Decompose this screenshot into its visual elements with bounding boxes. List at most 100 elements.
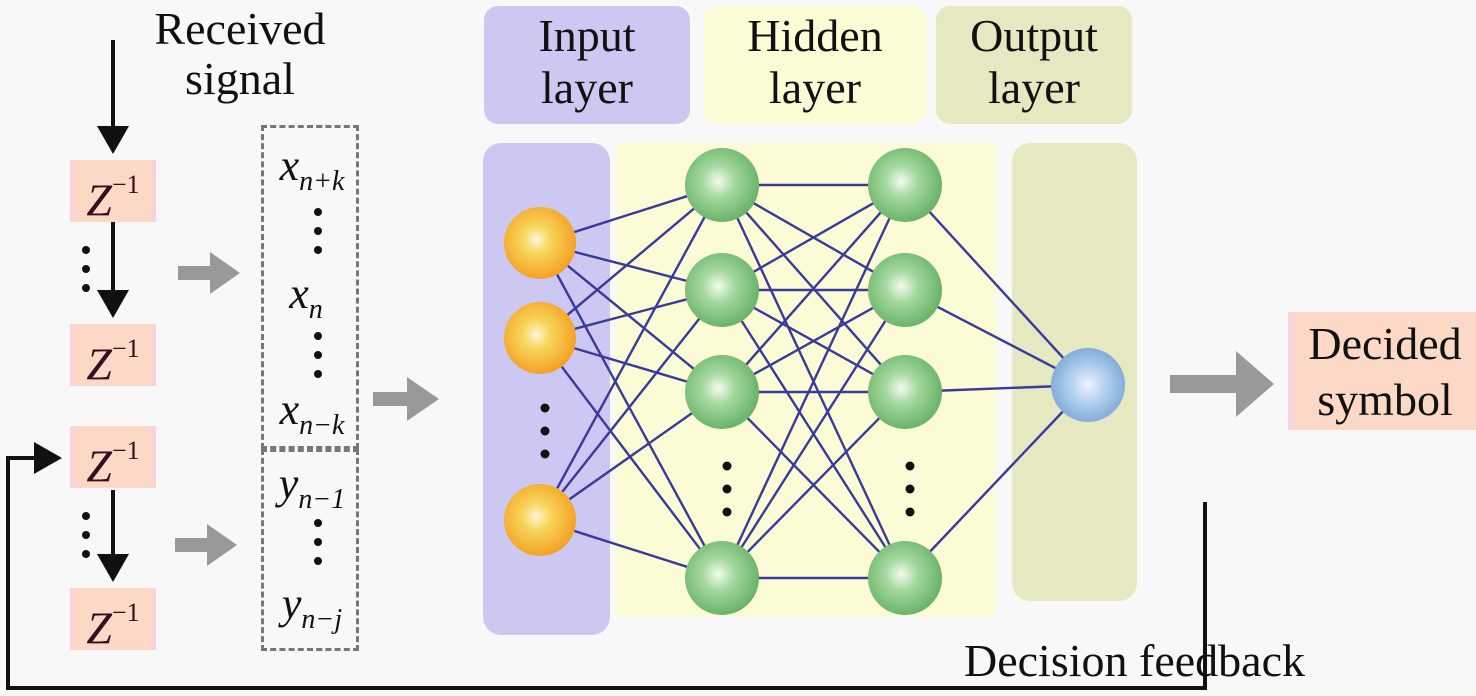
hidden-layer-label: Hidden layer	[704, 6, 926, 124]
tap-base: y	[278, 459, 299, 508]
hidden-node	[685, 253, 759, 327]
output-layer-label-line2: layer	[988, 62, 1080, 113]
hidden-node	[685, 541, 759, 615]
delay-block-exponent: −1	[111, 334, 140, 363]
received-signal-label-line1: Received	[154, 3, 326, 54]
feedback-tap-box	[261, 449, 359, 651]
network-edge	[928, 210, 1065, 360]
hidden-node	[868, 541, 942, 615]
network-nodes	[504, 148, 1125, 615]
network-edges	[556, 183, 1065, 580]
input-layer-label-line1: Input	[538, 10, 636, 61]
tap-subscript: n−j	[301, 603, 343, 635]
tap-y-n-minus-j: yn−j	[264, 578, 360, 636]
hidden-layer-label-line1: Hidden	[747, 10, 883, 61]
network-edge	[936, 305, 1057, 370]
network-edge	[940, 385, 1053, 392]
input-layer-label: Input layer	[484, 6, 690, 124]
network-edge	[560, 365, 702, 551]
block-arrow-to-network	[373, 377, 439, 421]
block-arrow-to-decision	[1170, 351, 1274, 417]
tap-subscript: n+k	[299, 165, 345, 197]
ellipsis-dot	[540, 449, 550, 459]
delay-block-base: Z	[86, 174, 112, 226]
network-edge	[574, 298, 688, 330]
output-node	[1051, 348, 1125, 422]
delay-block-exponent: −1	[111, 598, 140, 627]
block-arrows	[175, 252, 1274, 566]
network-edge	[561, 317, 701, 493]
input-layer-label-line2: layer	[541, 62, 633, 113]
tap-base: x	[279, 385, 300, 434]
ellipsis-dot	[905, 484, 915, 494]
tap-x-n-plus-k: xn+k	[264, 140, 360, 198]
network-edge	[566, 207, 696, 316]
ellipsis-dot	[722, 461, 732, 471]
ellipsis-vertical	[82, 246, 90, 303]
network-edge	[744, 211, 883, 366]
input-node	[504, 207, 576, 279]
delay-block-base: Z	[86, 602, 112, 654]
network-edge	[574, 347, 688, 383]
input-node	[504, 484, 576, 556]
ellipsis-dot	[905, 507, 915, 517]
tap-subscript: n−k	[299, 409, 345, 441]
network-edge	[740, 319, 887, 549]
decided-symbol-label-line2: symbol	[1317, 374, 1453, 425]
tap-base: x	[279, 141, 300, 190]
network-edge	[752, 201, 875, 274]
ellipsis-dot	[540, 426, 550, 436]
network-edge	[556, 216, 706, 489]
block-arrow-feedforward	[178, 252, 240, 294]
hidden-node	[868, 355, 942, 429]
feedforward-tap-box	[261, 125, 359, 449]
delay-block-base: Z	[86, 440, 112, 492]
output-layer-label-line1: Output	[970, 10, 1098, 61]
network-edge	[928, 410, 1065, 553]
ellipsis-dot	[722, 507, 732, 517]
decision-feedback-line	[6, 442, 1207, 690]
ellipsis-dot	[905, 461, 915, 471]
network-ellipses	[540, 403, 915, 517]
decided-symbol-box: Decided symbol	[1288, 312, 1476, 430]
delay-block-exponent: −1	[111, 170, 140, 199]
network-edge	[736, 217, 891, 546]
hidden-node	[868, 253, 942, 327]
hidden-node	[868, 148, 942, 222]
block-arrow-feedback	[175, 524, 237, 566]
ellipsis-vertical	[314, 519, 322, 576]
hidden-node	[685, 355, 759, 429]
network-edge	[573, 194, 689, 234]
network-edge	[573, 529, 689, 569]
ellipsis-dot	[722, 484, 732, 494]
tap-x-n: xn	[258, 268, 354, 326]
received-signal-label: Received signal	[120, 4, 360, 104]
received-signal-label-line2: signal	[185, 53, 295, 104]
network-edge	[568, 411, 694, 501]
hidden-layer-label-line2: layer	[769, 62, 861, 113]
ellipsis-vertical	[314, 208, 322, 265]
ellipsis-vertical	[82, 512, 90, 569]
tap-y-n-minus-1: yn−1	[264, 458, 360, 516]
decided-symbol-label-line1: Decided	[1308, 318, 1462, 369]
tap-base: y	[281, 579, 302, 628]
tap-x-n-minus-k: xn−k	[264, 384, 360, 442]
decision-feedback-label: Decision feedback	[964, 635, 1306, 686]
delay-block: Z−1	[70, 588, 156, 654]
ellipsis-dot	[540, 403, 550, 413]
network-edge	[752, 306, 875, 376]
network-edge	[556, 274, 706, 547]
delay-block: Z−1	[70, 324, 156, 390]
delay-block: Z−1	[70, 160, 156, 226]
delay-block: Z−1	[70, 426, 156, 492]
network-edge	[746, 416, 881, 554]
delay-block-base: Z	[86, 338, 112, 390]
tap-base: x	[289, 269, 309, 318]
tap-subscript: n−1	[298, 483, 346, 515]
hidden-node	[685, 148, 759, 222]
tap-subscript: n	[308, 293, 323, 325]
output-layer-label: Output layer	[936, 6, 1132, 124]
ellipsis-vertical	[314, 332, 322, 389]
delay-block-exponent: −1	[111, 436, 140, 465]
